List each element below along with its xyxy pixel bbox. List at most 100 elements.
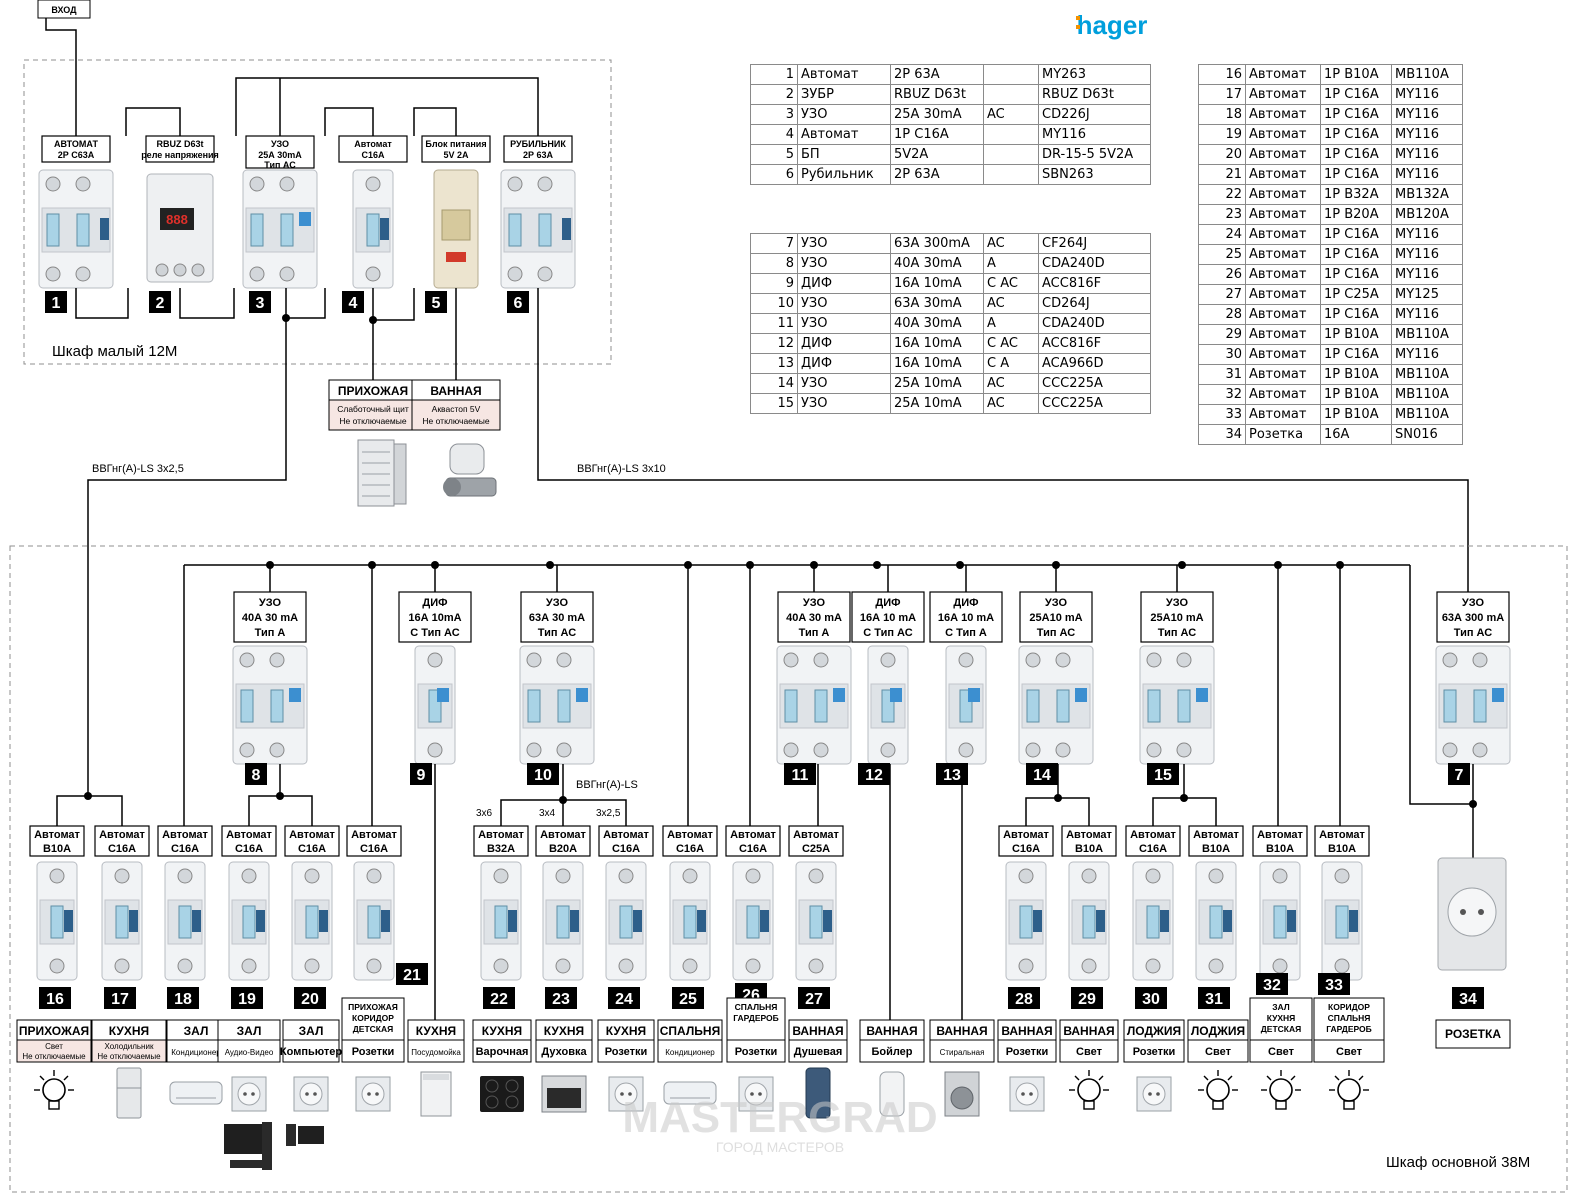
bulb-ray bbox=[1358, 1075, 1364, 1081]
breaker-name: Автомат bbox=[162, 829, 208, 841]
breaker-module-icon bbox=[1259, 861, 1301, 981]
breaker-rating: С16А bbox=[739, 843, 767, 855]
consumer-title: СПАЛЬНЯ bbox=[660, 1024, 720, 1038]
consumer-title-line: СПАЛЬНЯ bbox=[1328, 1013, 1371, 1023]
shower-cabin bbox=[805, 1067, 831, 1119]
terminal bbox=[1025, 652, 1041, 668]
number-label: 13 bbox=[943, 767, 961, 784]
breaker-rating: С16А bbox=[298, 843, 326, 855]
indicator bbox=[380, 218, 389, 240]
consumer-desc: Аудио-Видео bbox=[225, 1048, 274, 1057]
socket-icon bbox=[608, 1076, 644, 1112]
rcd-name: ДИФ bbox=[422, 597, 447, 609]
hager-logo-dot bbox=[1076, 16, 1080, 20]
terminal bbox=[1018, 958, 1034, 974]
consumer-desc: Бойлер bbox=[871, 1046, 912, 1058]
table-cell: 11 bbox=[750, 313, 798, 334]
table-cell: 12 bbox=[750, 333, 798, 354]
number-box bbox=[249, 291, 271, 313]
table-cell: 19 bbox=[1198, 124, 1246, 145]
consumer-desc-box bbox=[1059, 1039, 1119, 1063]
breaker-rating: С16А bbox=[676, 843, 704, 855]
device-rating: 5V 2A bbox=[443, 150, 469, 160]
toggle-lever bbox=[527, 689, 541, 723]
socket-label-box bbox=[1435, 1019, 1511, 1049]
table-cell: 1P B20A bbox=[1320, 204, 1392, 225]
breaker-rating: С16А bbox=[108, 843, 136, 855]
table-cell: A bbox=[983, 313, 1039, 334]
breaker-rating: В10А bbox=[1075, 843, 1103, 855]
table-cell: 1P B10A bbox=[1320, 364, 1392, 385]
toggle-lever bbox=[1335, 905, 1349, 939]
table-cell: A bbox=[983, 253, 1039, 274]
consumer-desc-box bbox=[997, 1039, 1057, 1063]
tv-screen bbox=[224, 1124, 262, 1154]
rcd-type: С Тип АС bbox=[863, 627, 912, 639]
consumer-desc: Холодильник bbox=[105, 1042, 154, 1051]
device-label-box bbox=[41, 135, 111, 163]
dishwasher-panel bbox=[423, 1074, 449, 1080]
table-cell: MB110A bbox=[1391, 64, 1463, 85]
cable-right bbox=[537, 288, 1469, 592]
consumer-desc: Не отключаемые bbox=[422, 416, 489, 426]
number-box bbox=[342, 291, 364, 313]
bulb-base bbox=[48, 1100, 60, 1110]
table-cell: 17 bbox=[1198, 84, 1246, 105]
socket-pin bbox=[1478, 909, 1484, 915]
hob-surface bbox=[480, 1076, 524, 1112]
terminal bbox=[1472, 652, 1488, 668]
toggle-lever bbox=[683, 905, 697, 939]
socket-pin bbox=[367, 1092, 371, 1096]
rcd-name: УЗО bbox=[1045, 597, 1068, 609]
consumer-title-line: ГАРДЕРОБ bbox=[733, 1013, 779, 1023]
rcd-label-box bbox=[851, 591, 925, 643]
table-cell: MY116 bbox=[1391, 164, 1463, 185]
number-label: 25 bbox=[679, 991, 697, 1008]
table-cell: MY116 bbox=[1391, 244, 1463, 265]
cable-left bbox=[87, 318, 287, 786]
valve-icon bbox=[443, 443, 497, 497]
breaker-module-icon bbox=[228, 861, 270, 981]
table-cell: Автомат bbox=[1245, 324, 1321, 345]
rcd-rating: 63А 30 mA bbox=[529, 612, 585, 624]
breaker-label-box bbox=[1061, 825, 1117, 857]
number-label: 9 bbox=[417, 767, 426, 784]
table-cell: 1P C16A bbox=[1320, 304, 1392, 325]
table-cell: 32 bbox=[1198, 384, 1246, 405]
breaker-label-box bbox=[1314, 825, 1370, 857]
oven-icon bbox=[541, 1075, 587, 1113]
table-cell: MB110A bbox=[1391, 324, 1463, 345]
table-cell: 40A 30mA bbox=[890, 313, 984, 334]
rcd-rating: 40A 30 mA bbox=[786, 612, 842, 624]
consumer-desc-box bbox=[929, 1039, 995, 1063]
table-cell: 16 bbox=[1198, 64, 1246, 85]
rcd-type: Тип АС bbox=[1037, 627, 1075, 639]
number-label: 10 bbox=[534, 767, 552, 784]
breaker-name: Автомат bbox=[1130, 829, 1176, 841]
table-cell: 13 bbox=[750, 353, 798, 374]
consumer-title: КУХНЯ bbox=[606, 1024, 646, 1038]
table-cell: Автомат bbox=[1245, 264, 1321, 285]
table-cell: 1P C16A bbox=[1320, 164, 1392, 185]
hob-ring bbox=[505, 1095, 519, 1109]
table-cell: 2 bbox=[750, 84, 798, 105]
breaker-module-icon bbox=[1195, 861, 1237, 981]
table-cell: MY116 bbox=[1391, 304, 1463, 325]
table-cell: 25A 10mA bbox=[890, 393, 984, 414]
table-cell: RBUZ D63t bbox=[1038, 84, 1151, 105]
rcd-module-icon bbox=[232, 645, 308, 765]
table-cell: ЗУБР bbox=[797, 84, 891, 105]
terminal bbox=[365, 176, 381, 192]
terminal bbox=[1145, 958, 1161, 974]
toggle-lever bbox=[1273, 905, 1287, 939]
table-cell: 15 bbox=[750, 393, 798, 414]
table-cell: ДИФ bbox=[797, 353, 891, 374]
terminal bbox=[1442, 652, 1458, 668]
bulb-ray bbox=[1227, 1075, 1233, 1081]
toggle-lever bbox=[746, 905, 760, 939]
indicator bbox=[562, 218, 571, 240]
